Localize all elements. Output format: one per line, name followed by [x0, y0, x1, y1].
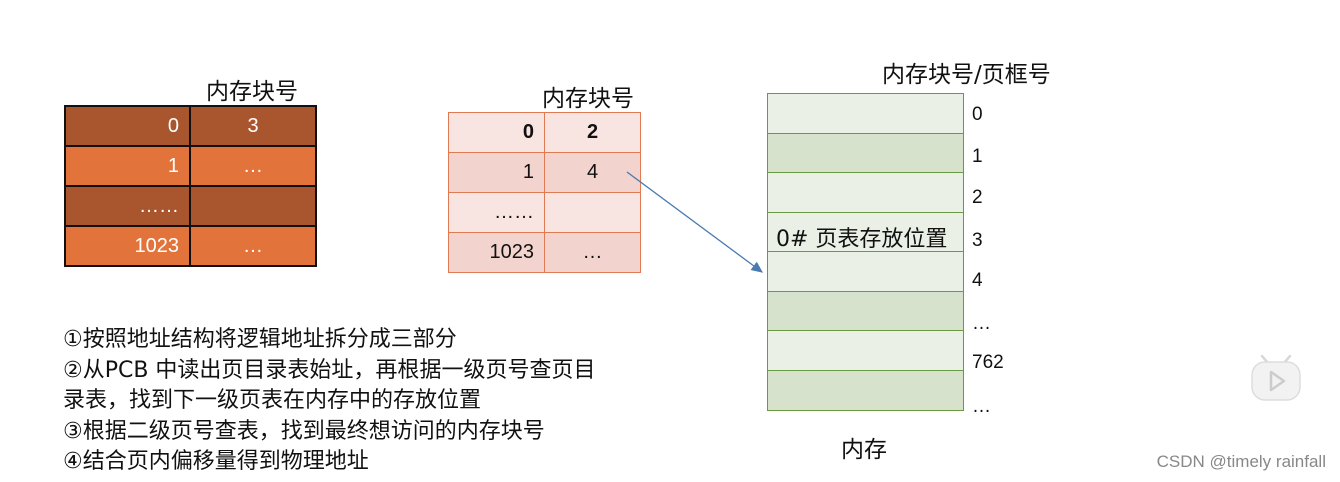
table-row: …… — [448, 192, 641, 233]
table-row: 1023 … — [448, 232, 641, 273]
play-button[interactable] — [1248, 352, 1304, 404]
table-cell — [189, 185, 317, 227]
table-cell: … — [189, 225, 317, 267]
page-table-location-label: 0# 页表存放位置 — [776, 226, 948, 252]
memory-cell — [768, 291, 963, 331]
table-cell: …… — [64, 185, 191, 227]
table-row: 0 2 — [448, 112, 641, 153]
frame-number: … — [972, 313, 991, 334]
table-cell: … — [544, 232, 641, 273]
page-directory-table: 0 3 1 … …… 1023 … — [64, 105, 317, 267]
table-cell: 1 — [448, 152, 545, 193]
frame-number: 762 — [972, 352, 1004, 373]
frame-number: 4 — [972, 270, 983, 291]
table-cell — [544, 192, 641, 233]
frame-number: 3 — [972, 230, 983, 251]
table-cell: …… — [448, 192, 545, 233]
memory-cell — [768, 94, 963, 134]
frame-number: … — [972, 396, 991, 417]
watermark: CSDN @timely rainfall — [1156, 452, 1326, 471]
memory-cell — [768, 252, 963, 292]
table-cell: 0 — [448, 112, 545, 153]
table-cell: 1023 — [448, 232, 545, 273]
table-cell: 4 — [544, 152, 641, 193]
step-line: ①按照地址结构将逻辑地址拆分成三部分 — [63, 327, 457, 352]
steps-text: ①按照地址结构将逻辑地址拆分成三部分 ②从PCB 中读出页目录表始址，再根据一级… — [63, 325, 595, 478]
step-line: ④结合页内偏移量得到物理地址 — [63, 449, 369, 474]
step-line: ②从PCB 中读出页目录表始址，再根据一级页号查页目 — [63, 357, 596, 383]
memory-cell: 0# 页表存放位置 — [768, 212, 963, 252]
play-icon — [1251, 354, 1301, 401]
table1-header: 内存块号 — [206, 79, 298, 105]
memory-block: 0# 页表存放位置 — [767, 93, 964, 411]
table-cell: 1 — [64, 145, 191, 187]
table-cell: 3 — [189, 105, 317, 147]
memory-cell — [768, 133, 963, 173]
table-row: 0 3 — [64, 105, 317, 147]
table-cell: … — [189, 145, 317, 187]
table-cell: 0 — [64, 105, 191, 147]
memory-cell — [768, 370, 963, 410]
step-line: 录表，找到下一级页表在内存中的存放位置 — [63, 388, 482, 413]
frame-number: 0 — [972, 104, 983, 125]
memory-header: 内存块号/页框号 — [882, 62, 1051, 88]
table-row: 1 … — [64, 145, 317, 187]
table-cell: 2 — [544, 112, 641, 153]
table2-header: 内存块号 — [542, 86, 634, 112]
table-row: …… — [64, 185, 317, 227]
memory-label: 内存 — [841, 437, 887, 463]
frame-number: 2 — [972, 187, 983, 208]
frame-number: 1 — [972, 146, 983, 167]
table-row: 1023 … — [64, 225, 317, 267]
memory-cell — [768, 173, 963, 213]
memory-cell — [768, 331, 963, 371]
table-cell: 1023 — [64, 225, 191, 267]
step-line: ③根据二级页号查表，找到最终想访问的内存块号 — [63, 418, 545, 444]
page-table: 0 2 1 4 …… 1023 … — [448, 112, 641, 273]
table-row: 1 4 — [448, 152, 641, 193]
